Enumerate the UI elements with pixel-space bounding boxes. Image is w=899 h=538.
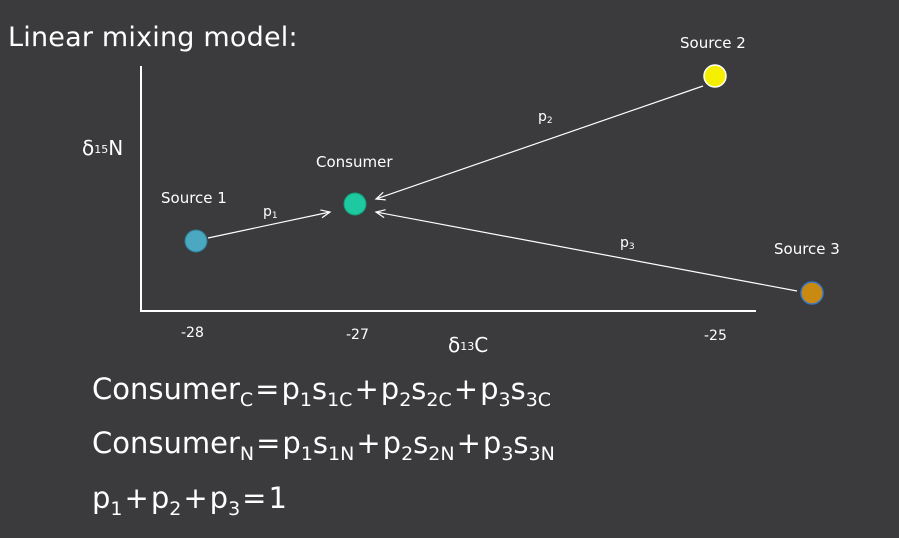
arrow-label-p3: p3 [620,235,635,252]
arrow-p2 [374,85,704,201]
equation-sum-to-one: p1+p2+p3=1 [92,481,287,520]
page-title: Linear mixing model: [8,22,298,53]
x-tick-label: -28 [181,325,204,341]
x-tick-label: -25 [704,328,727,344]
arrow-p3 [374,209,798,292]
arrow-label-p2: p2 [538,109,553,126]
arrow-label-p1: p1 [263,204,278,221]
source-1-label: Source 1 [161,189,227,207]
equation-consumer-c: ConsumerC=p1s1C+p2s2C+p3s3C [92,372,552,411]
source-2-label: Source 2 [680,34,746,52]
consumer-label: Consumer [316,153,393,171]
source-3-label: Source 3 [774,240,840,258]
source-1-point [184,229,208,253]
source-3-point [800,281,824,305]
x-axis-label: δ13C [448,333,488,357]
equation-consumer-n: ConsumerN=p1s1N+p2s2N+p3s3N [92,426,555,465]
x-tick-label: -27 [346,327,369,343]
consumer-point [343,192,367,216]
source-2-point [703,64,727,88]
arrow-p1 [207,209,332,239]
y-axis-label: δ15N [82,136,123,160]
